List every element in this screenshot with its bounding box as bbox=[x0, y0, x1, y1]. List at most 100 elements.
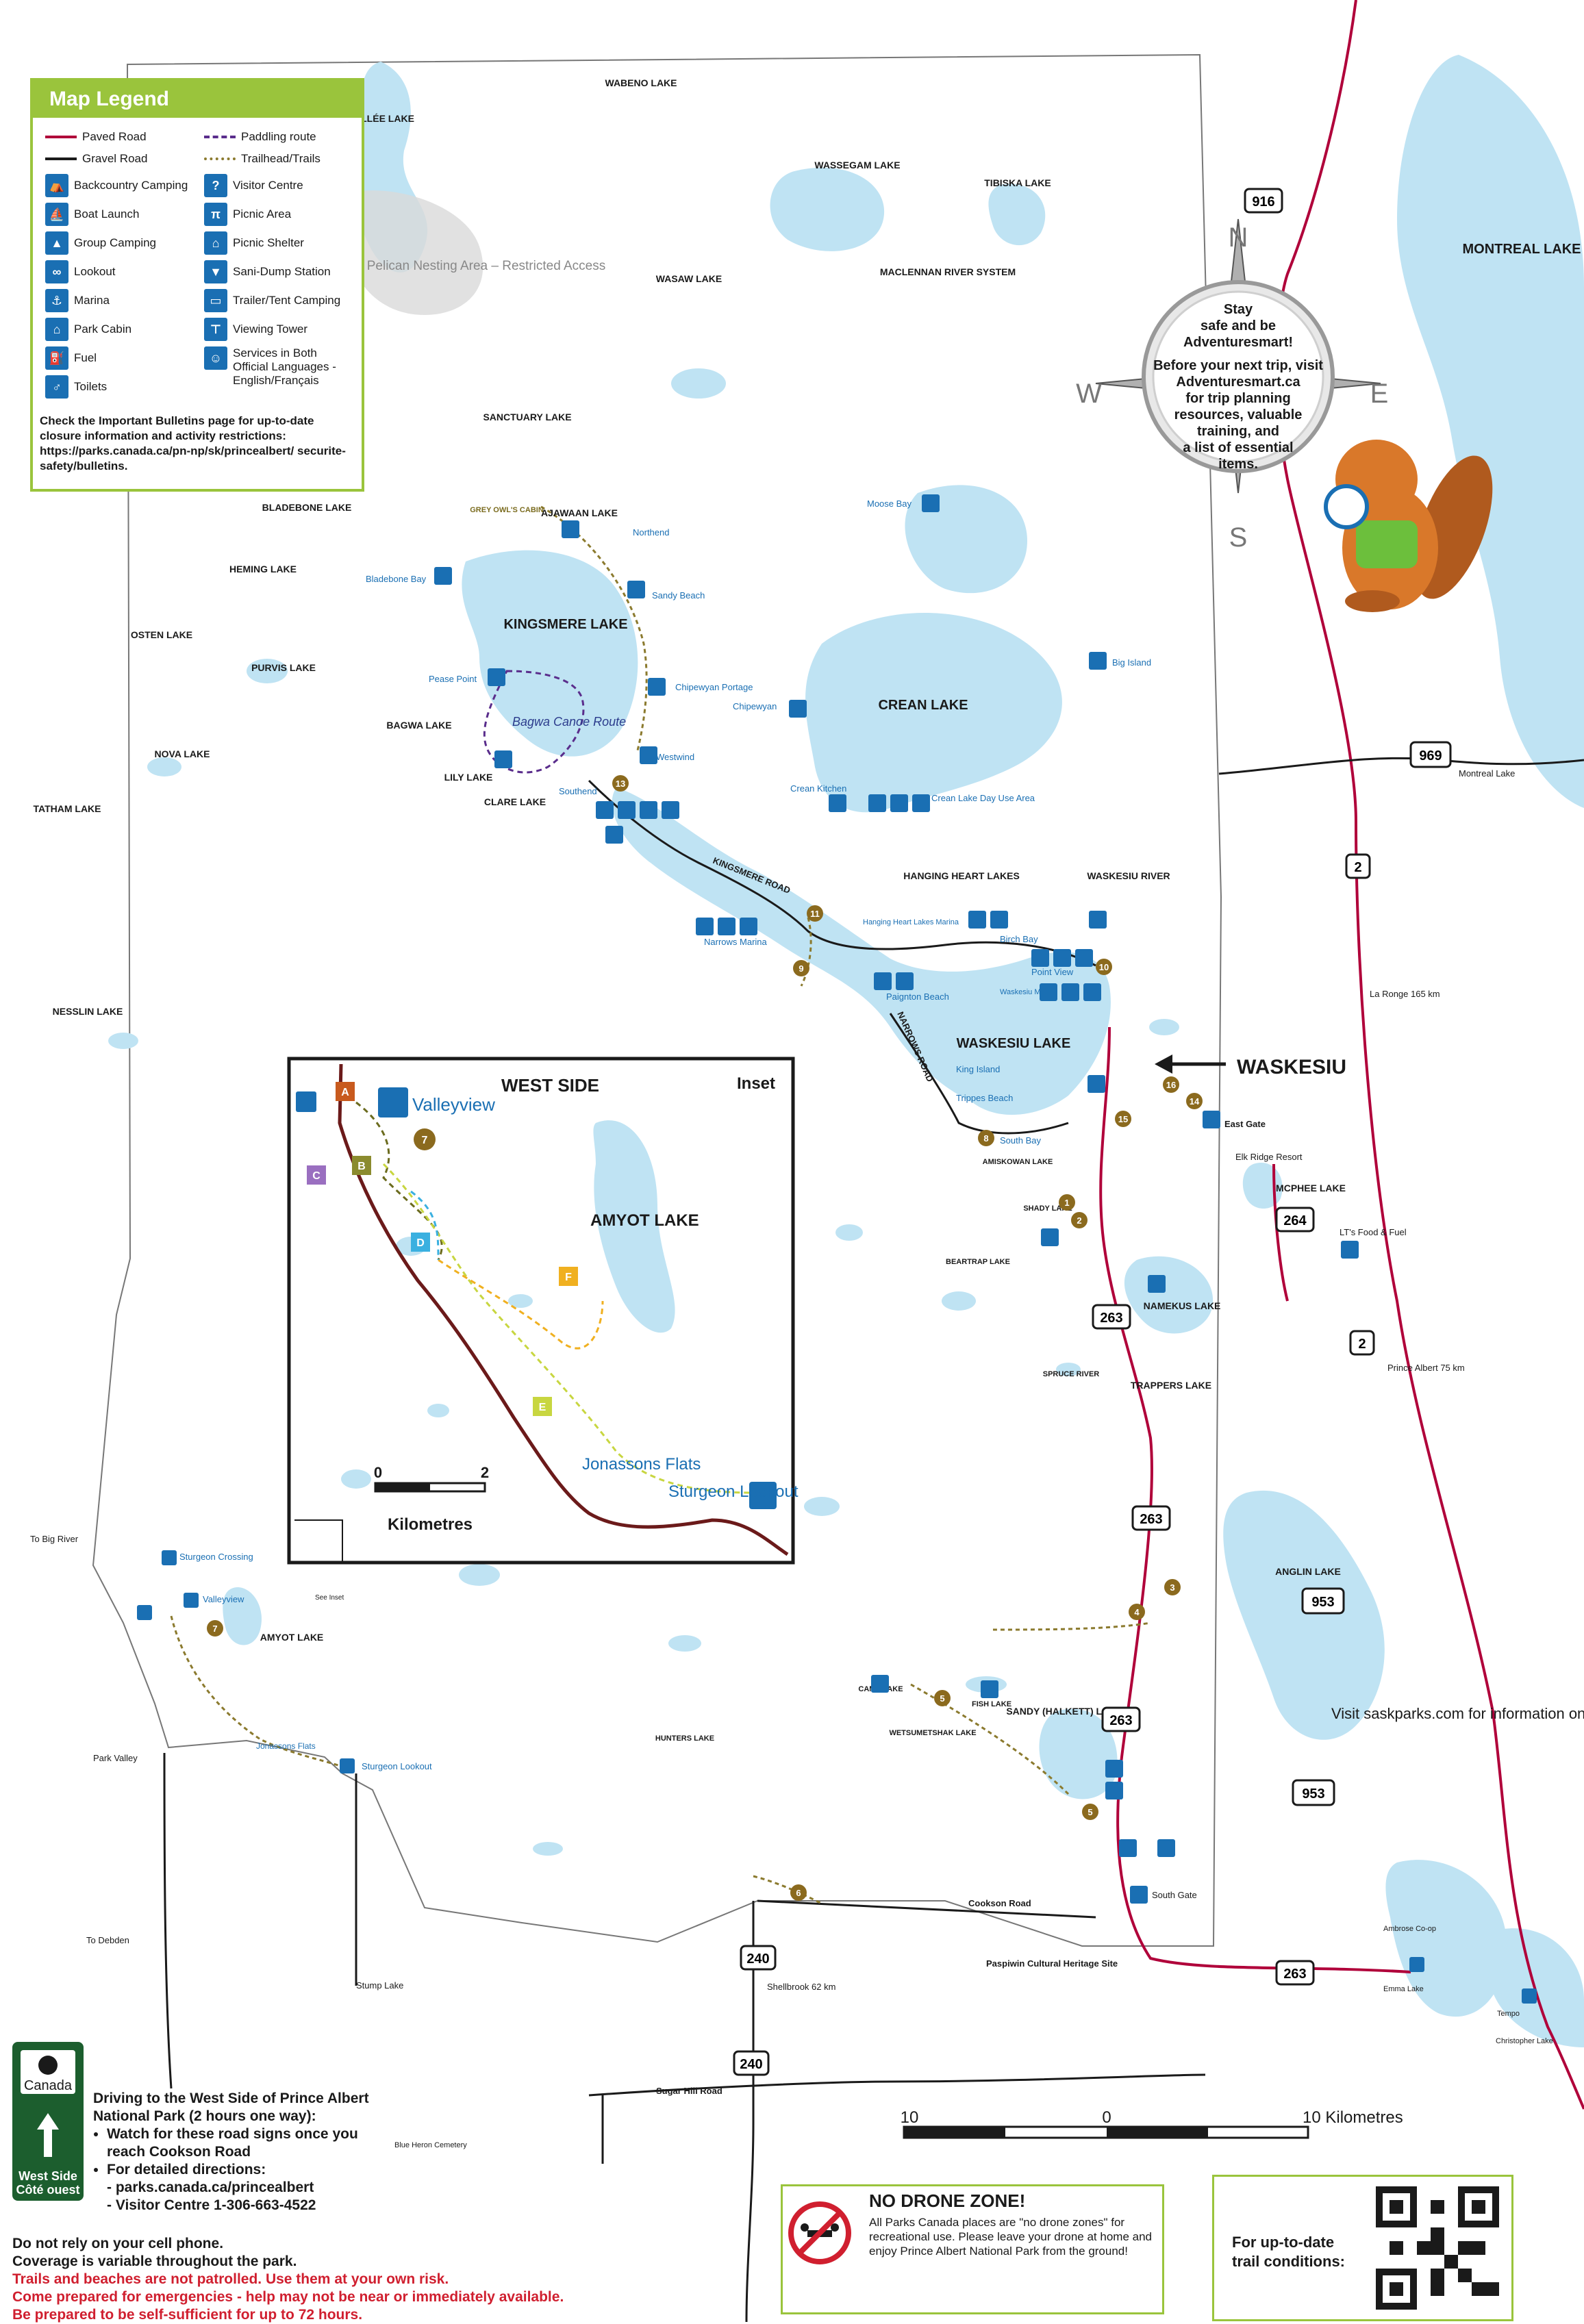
legend-trailer: ▭Trailer/Tent Camping bbox=[204, 289, 340, 312]
legend-sani-dump: ▼Sani-Dump Station bbox=[204, 260, 331, 283]
safety-notes: Do not rely on your cell phone. Coverage… bbox=[12, 2235, 564, 2324]
picnic-icon bbox=[596, 801, 614, 819]
tent-icon bbox=[1089, 652, 1107, 670]
marina-icon bbox=[1040, 983, 1057, 1001]
trail-markers: 13 11 9 10 16 14 15 8 1 2 3 4 5 5 6 7 bbox=[207, 775, 1203, 1901]
label-park-valley: Park Valley bbox=[93, 1753, 138, 1763]
label-elk-ridge: Elk Ridge Resort bbox=[1235, 1152, 1303, 1162]
inset-binoculars-icon bbox=[296, 1091, 316, 1112]
toilets-icon bbox=[1083, 983, 1101, 1001]
label-cookson-road: Cookson Road bbox=[968, 1898, 1031, 1908]
compass-rose: N S E W Stay safe and be Adventuresmart!… bbox=[1076, 218, 1388, 553]
label-birch-bay: Birch Bay bbox=[1000, 934, 1038, 944]
label-grey-owls-cabin: GREY OWL'S CABIN bbox=[470, 506, 544, 514]
label-heming-lake: HEMING LAKE bbox=[229, 564, 297, 574]
trail-marker: 10 bbox=[1099, 962, 1109, 972]
fuel-icon bbox=[1522, 1988, 1537, 2004]
label-maclennan-river-system: MACLENNAN RIVER SYSTEM bbox=[880, 266, 1016, 277]
marina-icon bbox=[696, 918, 714, 935]
label-christopher-lake: Christopher Lake bbox=[1496, 2037, 1553, 2045]
lake-kingsmere bbox=[462, 550, 638, 757]
svg-text:training, and: training, and bbox=[1197, 424, 1279, 439]
inset-corner-label: Inset bbox=[737, 1074, 775, 1093]
label-shellbrook: Shellbrook 62 km bbox=[767, 1982, 835, 1992]
beaver-mascot-icon bbox=[1324, 440, 1493, 612]
note-cell-2: Coverage is variable throughout the park… bbox=[12, 2253, 297, 2269]
legend-viewing-tower: ⊤Viewing Tower bbox=[204, 318, 307, 341]
label-namekus-lake: NAMEKUS LAKE bbox=[1144, 1300, 1221, 1311]
tent-icon bbox=[829, 794, 846, 812]
label-valleyview-main: Valleyview bbox=[203, 1594, 244, 1604]
highway-shields: 916 969 2 2 264 263 263 263 953 953 263 … bbox=[733, 188, 1452, 2076]
label-pease-point: Pease Point bbox=[429, 674, 477, 684]
trail-marker: 1 bbox=[1064, 1198, 1069, 1208]
inset-trail-d: D bbox=[416, 1237, 425, 1249]
label-spruce-river: SPRUCE RIVER bbox=[1043, 1370, 1100, 1378]
trail-marker: 4 bbox=[1134, 1607, 1140, 1617]
tent-icon bbox=[1089, 911, 1107, 929]
tent-icon bbox=[494, 750, 512, 768]
label-bagwa-lake: BAGWA LAKE bbox=[386, 720, 451, 731]
compass-s: S bbox=[1229, 522, 1248, 553]
label-westwind: Westwind bbox=[656, 752, 694, 762]
tower-icon: ⊤ bbox=[204, 318, 227, 341]
tent-icon bbox=[1105, 1782, 1123, 1799]
svg-text:263: 263 bbox=[1140, 1512, 1162, 1527]
picnic-icon bbox=[896, 972, 914, 990]
sign-canada: Canada bbox=[24, 2078, 73, 2093]
picnic-icon: π bbox=[204, 203, 227, 226]
svg-text:resources, valuable: resources, valuable bbox=[1174, 407, 1303, 422]
label-paspiwin: Paspiwin Cultural Heritage Site bbox=[986, 1958, 1118, 1969]
drone-text: All Parks Canada places are "no drone zo… bbox=[869, 2216, 1152, 2258]
note-cell-1: Do not rely on your cell phone. bbox=[12, 2236, 224, 2251]
legend-toilets: ♂Toilets bbox=[45, 375, 107, 399]
label-see-inset: See Inset bbox=[315, 1594, 344, 1602]
inset-title: WEST SIDE bbox=[501, 1075, 599, 1096]
hwy-shield bbox=[1092, 1304, 1131, 1330]
trail-marker: 5 bbox=[1088, 1807, 1092, 1817]
trail-conditions-box: For up-to-date trail conditions: bbox=[1212, 2175, 1513, 2321]
svg-text:240: 240 bbox=[740, 2057, 762, 2072]
label-amyot-lake-main: AMYOT LAKE bbox=[260, 1632, 324, 1643]
fuel-icon: ⛽ bbox=[45, 346, 68, 370]
label-moose-bay: Moose Bay bbox=[867, 498, 912, 509]
label-big-island: Big Island bbox=[1112, 657, 1151, 668]
saskparks-note: Visit saskparks.com for information on G… bbox=[1331, 1705, 1584, 1722]
note-trails: Trails and beaches are not patrolled. Us… bbox=[12, 2271, 449, 2287]
driving-phone: - Visitor Centre 1-306-663-4522 bbox=[107, 2197, 316, 2213]
label-chipewyan: Chipewyan bbox=[733, 701, 777, 711]
fuel-icon bbox=[1409, 1957, 1424, 1972]
toilets-icon bbox=[1075, 949, 1093, 967]
lake-wassegam bbox=[770, 167, 885, 251]
bagwa-paddling-route bbox=[483, 670, 585, 774]
label-paignton-beach: Paignton Beach bbox=[886, 992, 949, 1002]
svg-text:safe and be: safe and be bbox=[1200, 318, 1276, 333]
label-wassegam-lake: WASSEGAM LAKE bbox=[814, 160, 900, 170]
label-purvis-lake: PURVIS LAKE bbox=[251, 662, 316, 673]
inset-trail-e: E bbox=[539, 1402, 546, 1413]
driving-link[interactable]: - parks.canada.ca/princealbert bbox=[107, 2180, 314, 2195]
lake-anglin bbox=[1223, 1490, 1385, 1740]
map-legend: Map Legend Paved Road Gravel Road ⛺Backc… bbox=[30, 78, 364, 492]
label-lily-lake: LILY LAKE bbox=[444, 772, 493, 783]
inset-jonassons-flats: Jonassons Flats bbox=[582, 1455, 701, 1474]
picnic-icon bbox=[890, 794, 908, 812]
boat-launch-icon bbox=[912, 794, 930, 812]
drone-title: NO DRONE ZONE! bbox=[869, 2190, 1026, 2211]
toilets-icon bbox=[640, 801, 657, 819]
legend-backcountry: ⛺Backcountry Camping bbox=[45, 174, 188, 197]
picnic-icon bbox=[1061, 983, 1079, 1001]
hwy-shield bbox=[1409, 741, 1452, 768]
qr-code-icon[interactable] bbox=[1376, 2186, 1499, 2310]
svg-text:2: 2 bbox=[1354, 860, 1361, 875]
hwy-shield bbox=[1292, 1779, 1335, 1806]
lake-labels: LAVALLÉE LAKE WABENO LAKE WASSEGAM LAKE … bbox=[33, 77, 1581, 1743]
label-northend: Northend bbox=[633, 527, 669, 538]
label-south-gate: South Gate bbox=[1152, 1890, 1197, 1900]
label-ambrose-coop: Ambrose Co-op bbox=[1383, 1925, 1436, 1933]
binoculars-icon bbox=[137, 1605, 152, 1620]
label-crean-lake: CREAN LAKE bbox=[878, 698, 968, 713]
label-hanging-heart-marina: Hanging Heart Lakes Marina bbox=[863, 918, 959, 926]
lake-amyot bbox=[223, 1587, 262, 1645]
label-crean-kitchen: Crean Kitchen bbox=[790, 783, 846, 794]
